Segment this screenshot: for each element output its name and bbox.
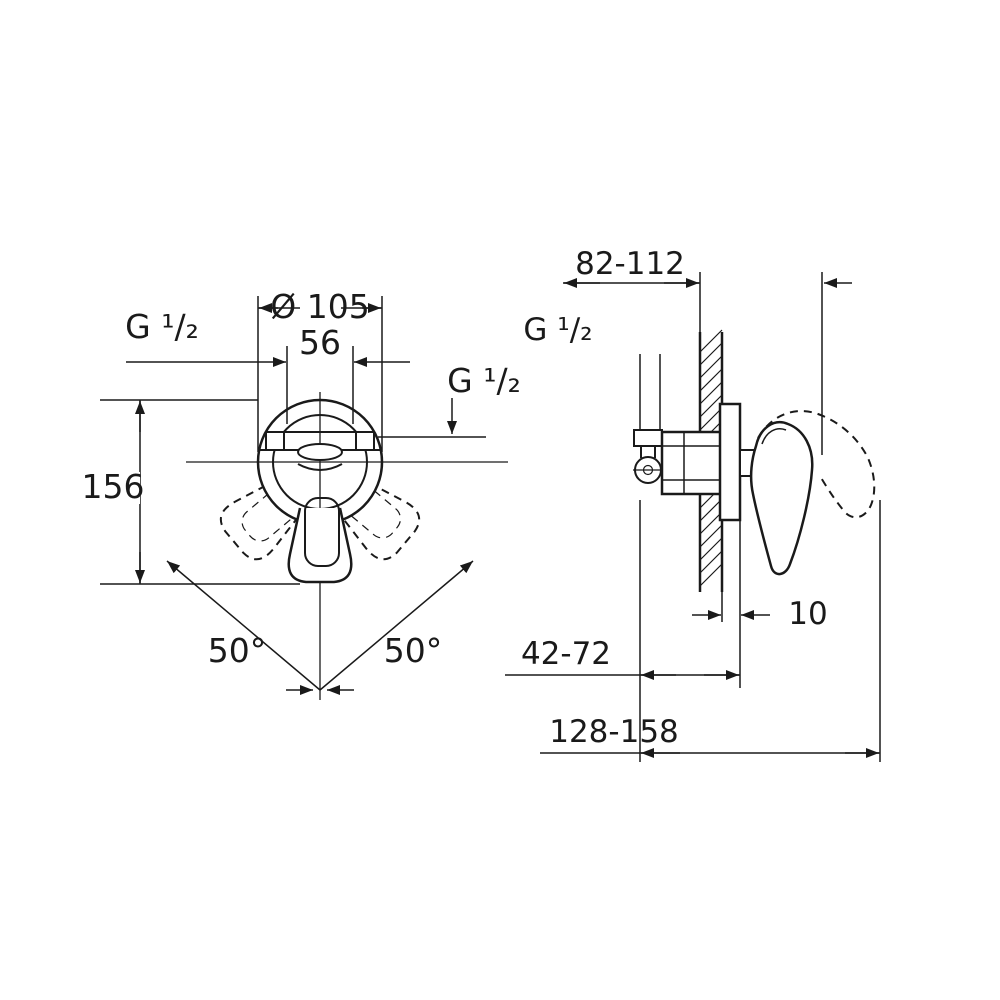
dim-height-mask bbox=[90, 472, 140, 504]
dim-offset-range: 42-72 bbox=[505, 636, 740, 680]
lever-side-detail-line bbox=[761, 428, 787, 445]
lever-grip-face bbox=[304, 497, 340, 567]
dim-depth-range: 82-112 bbox=[563, 246, 852, 288]
cartridge-cap-details bbox=[260, 431, 380, 471]
lever-handle-side bbox=[749, 421, 814, 576]
thread-right-label: G ¹/₂ bbox=[447, 361, 521, 400]
dim-diameter-label: Ø 105 bbox=[270, 287, 369, 326]
side-view: G ¹/₂ 82-112 10 42-72 128-158 bbox=[505, 246, 881, 762]
angle-left-label: 50° bbox=[208, 631, 267, 670]
lever-handle bbox=[287, 507, 353, 584]
side-thread-label: G ¹/₂ bbox=[523, 312, 592, 348]
dim-overall-range: 128-158 bbox=[540, 714, 880, 758]
dim-diameter-mask bbox=[278, 290, 362, 322]
dim-escutcheon-depth: 10 bbox=[692, 596, 828, 632]
dim-offset-range-label: 42-72 bbox=[521, 636, 611, 672]
dim-overall-range-label: 128-158 bbox=[549, 714, 679, 750]
lever-dashed-raised bbox=[757, 410, 876, 519]
front-extension-lines bbox=[100, 296, 383, 585]
dim-width-label: 56 bbox=[299, 323, 341, 362]
side-extension-lines bbox=[639, 272, 881, 762]
dim-height-label: 156 bbox=[82, 467, 145, 506]
dim-depth-range-label: 82-112 bbox=[575, 246, 685, 282]
swing-angle-dimension: 50° 50° bbox=[166, 560, 474, 695]
dim-escutcheon-depth-label: 10 bbox=[788, 596, 827, 632]
supply-fitting bbox=[633, 429, 663, 484]
escutcheon-plate-side bbox=[718, 402, 742, 522]
front-view: Ø 105 56 G ¹/₂ G ¹/₂ 156 50° 50° bbox=[82, 287, 521, 700]
valve-body bbox=[660, 430, 724, 496]
thread-left-label: G ¹/₂ bbox=[125, 307, 199, 346]
angle-right-label: 50° bbox=[384, 631, 443, 670]
